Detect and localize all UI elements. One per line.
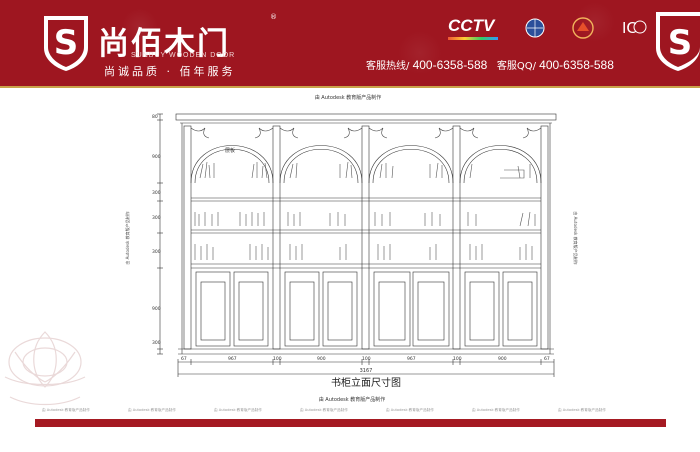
bottom-dim: 67 [181, 356, 187, 362]
iso-logo-icon: IC [614, 16, 648, 48]
globe-logo-icon [518, 16, 552, 48]
footer-edu-note: 由 Autodesk 教育版产品制作 [300, 408, 348, 412]
cctv-logo-text: CCTV [448, 16, 495, 35]
bottom-dim: 67 [544, 356, 550, 362]
footer-edu-note: 由 Autodesk 教育版产品制作 [42, 408, 90, 412]
lotus-watermark-icon [4, 331, 86, 406]
drawing-bottom-note: 由 Autodesk 教育版产品制作 [319, 396, 386, 403]
award-logo-icon [566, 16, 600, 48]
left-dim: 900 [152, 154, 161, 160]
left-edu-note: 由 Autodesk 教育版产品制作 [124, 211, 130, 264]
shield-letter: S [54, 23, 79, 63]
left-dim: 300 [152, 340, 161, 346]
footer-bar [35, 419, 666, 427]
footer-edu-note: 由 Autodesk 教育版产品制作 [386, 408, 434, 412]
brand-name-cn: 尚佰木门 [98, 26, 230, 62]
footer-edu-note: 由 Autodesk 教育版产品制作 [472, 408, 520, 412]
bottom-dim: 900 [317, 356, 326, 362]
bottom-dim: 967 [407, 356, 416, 362]
shield-logo-icon: S [44, 16, 88, 71]
header-banner: S 尚佰木门 ® SUNBUY WOODEN DOOR 尚诚品质 · 佰年服务 … [0, 0, 700, 88]
qq-number[interactable]: 400-6358-588 [539, 58, 614, 72]
footer-edu-note: 由 Autodesk 教育版产品制作 [558, 408, 606, 412]
hotline-number[interactable]: 400-6358-588 [412, 58, 488, 72]
left-dim: 300 [152, 249, 161, 255]
bottom-dimensions: 67 967 100 900 100 967 100 900 67 [181, 356, 550, 362]
registered-mark: ® [270, 13, 277, 21]
bottom-dim: 100 [362, 356, 371, 362]
slogan: 尚诚品质 · 佰年服务 [104, 65, 236, 78]
total-width-dim: 3167 [360, 368, 373, 374]
footer-edu-note: 由 Autodesk 教育版产品制作 [128, 408, 176, 412]
header-gold-line [0, 86, 700, 88]
corner-shield-letter: S [668, 23, 693, 63]
drawing-title: 书柜立面尺寸图 [331, 376, 401, 389]
qq-label: 客服QQ [496, 61, 533, 72]
cctv-logo: CCTV [448, 16, 500, 46]
drawing-top-note: 由 Autodesk 教育版产品制作 [315, 94, 382, 101]
left-dim: 300 [152, 215, 161, 221]
shelf-label: 层板 [225, 147, 235, 154]
left-dim: 300 [152, 190, 161, 196]
right-edu-note: 由 Autodesk 教育版产品制作 [573, 211, 579, 264]
bottom-dim: 100 [273, 356, 282, 362]
bottom-dim: 100 [453, 356, 462, 362]
contact-info: 客服热线/ 400-6358-588 客服QQ/ 400-6358-588 [366, 58, 614, 72]
bottom-dim: 900 [498, 356, 507, 362]
brand-name-en: SUNBUY WOODEN DOOR [131, 52, 236, 59]
left-dim: 80 [152, 114, 158, 120]
bottom-dim: 967 [228, 356, 237, 362]
left-dim: 900 [152, 306, 161, 312]
left-dimensions: 80 900 300 300 300 900 300 [152, 114, 161, 346]
bookcase-elevation-drawing: 由 Autodesk 教育版产品制作 层板 80 900 300 300 300… [124, 94, 579, 403]
footer-edu-note: 由 Autodesk 教育版产品制作 [214, 408, 262, 412]
hotline-label: 客服热线 [366, 61, 406, 72]
svg-text:IC: IC [622, 19, 637, 37]
partner-logos: CCTV IC [448, 16, 648, 50]
corner-shield-icon: S [656, 12, 700, 71]
